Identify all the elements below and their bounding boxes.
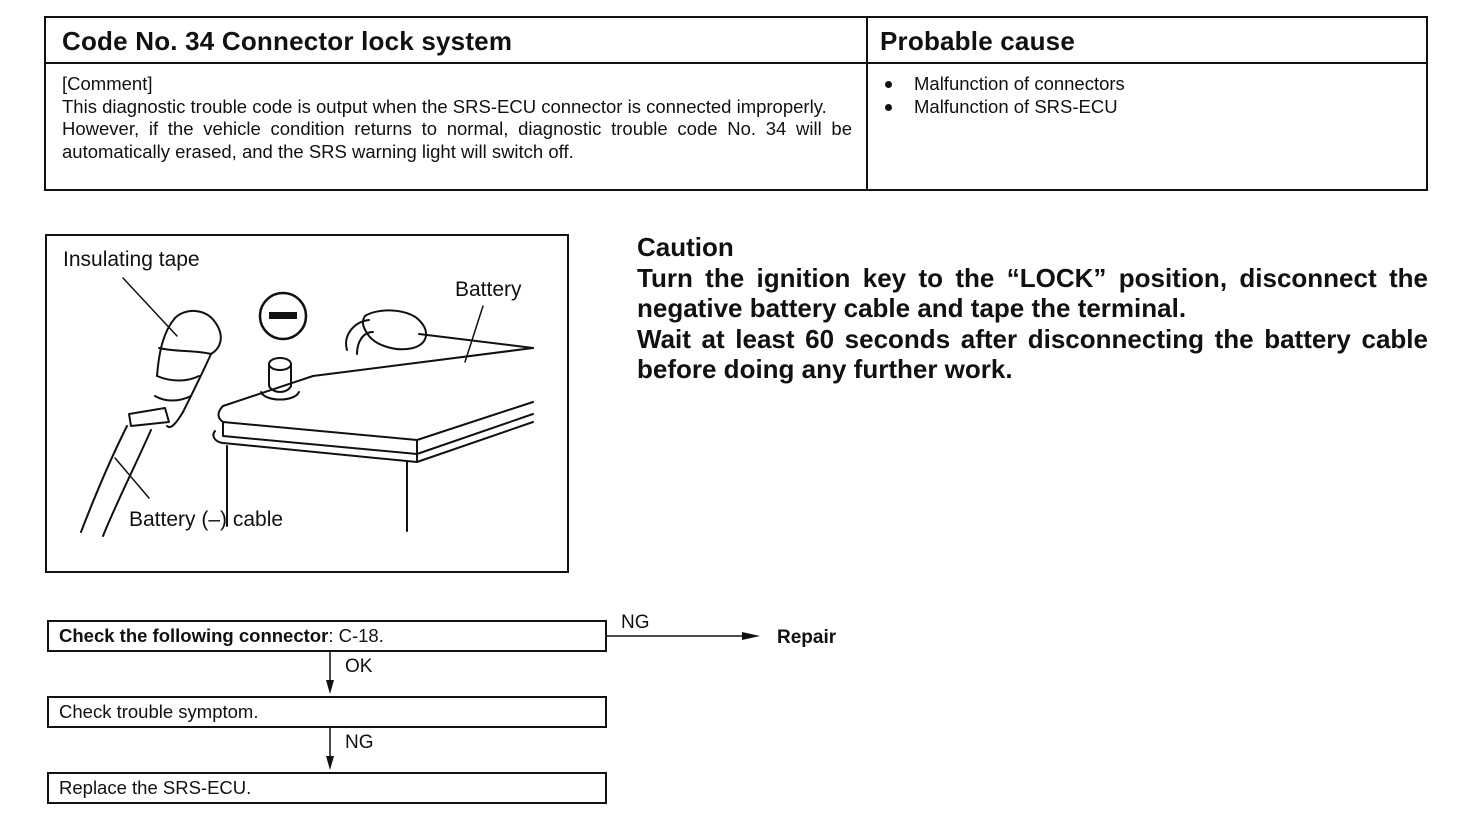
caution-line-2: Wait at least 60 seconds after disconnec…	[637, 323, 1428, 385]
comment-cell: [Comment] This diagnostic trouble code i…	[62, 73, 852, 163]
tape-leader-line	[122, 277, 178, 337]
flow-step-check-connector: Check the following connector: C-18.	[47, 620, 607, 652]
ng-label-repair: NG	[621, 612, 650, 633]
comment-text-2: However, if the vehicle condition return…	[62, 118, 852, 162]
diagnostic-code-table: Code No. 34 Connector lock system Probab…	[44, 16, 1428, 191]
cause-item: Malfunction of SRS-ECU	[882, 96, 1125, 119]
caution-block: Caution Turn the ignition key to the “LO…	[637, 232, 1428, 385]
table-column-divider	[866, 18, 868, 189]
repair-label: Repair	[777, 627, 837, 648]
flow-step-replace-ecu: Replace the SRS-ECU.	[47, 772, 607, 804]
battery-leader-line	[464, 305, 484, 363]
code-header: Code No. 34 Connector lock system	[62, 26, 513, 56]
ok-label: OK	[345, 656, 373, 677]
caution-title: Caution	[637, 232, 734, 262]
insulating-tape-label: Insulating tape	[63, 248, 200, 271]
battery-body-icon	[212, 309, 534, 532]
battery-illustration: Insulating tape Battery Battery (–) cabl…	[45, 234, 569, 573]
ng-label-replace: NG	[345, 732, 374, 753]
battery-drawing	[80, 277, 534, 537]
battery-cable-label: Battery (–) cable	[129, 508, 284, 531]
taped-cable-icon	[80, 310, 222, 537]
negative-terminal-symbol-icon	[258, 291, 308, 341]
caution-line-1: Turn the ignition key to the “LOCK” posi…	[637, 262, 1428, 324]
flow-step-check-symptom: Check trouble symptom.	[47, 696, 607, 728]
cause-item: Malfunction of connectors	[882, 73, 1125, 96]
probable-cause-header: Probable cause	[880, 26, 1075, 56]
probable-cause-list: Malfunction of connectors Malfunction of…	[882, 73, 1125, 118]
flow-step-1-rest: : C-18.	[328, 625, 384, 646]
flow-step-1-bold: Check the following connector	[59, 625, 329, 646]
ng-repair-arrowhead-icon	[742, 632, 760, 640]
table-header-divider	[46, 62, 1426, 64]
cable-leader-line	[114, 457, 150, 499]
ng-arrowhead-icon	[326, 756, 334, 770]
comment-title: [Comment]	[62, 73, 153, 94]
battery-label: Battery	[455, 278, 522, 301]
comment-text-1: This diagnostic trouble code is output w…	[62, 95, 827, 117]
ok-arrowhead-icon	[326, 680, 334, 694]
